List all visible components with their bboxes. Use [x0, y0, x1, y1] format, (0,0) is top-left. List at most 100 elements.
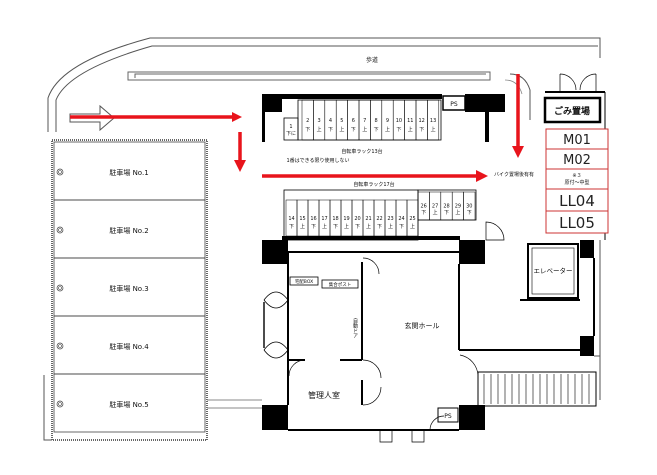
motorbike-slot-label: LL04: [559, 192, 595, 210]
bike-slot-position: 上: [362, 126, 367, 133]
wheel-stop-icon: [56, 284, 64, 292]
bike-slot-number: 30: [466, 203, 472, 209]
bike-slot: 7上: [358, 99, 371, 141]
bike-slot: 2下: [301, 99, 314, 141]
parking-slot: [53, 373, 206, 433]
bike-slot-number: 6: [352, 118, 355, 124]
motorbike-slot-label: LL05: [559, 214, 595, 232]
wheel-stop-icon: [56, 400, 64, 408]
bike-slot-position: 下: [444, 210, 449, 216]
bike-slot-position: 下: [377, 224, 382, 230]
bike-slot-number: 17: [321, 216, 327, 222]
motorbike-slot: M02: [545, 148, 609, 170]
bike-slot-position: 上: [433, 209, 438, 216]
building-walls: [262, 94, 594, 430]
garbage-area: ごみ置場: [543, 73, 605, 124]
bike-slot: 20下: [351, 199, 364, 237]
motorbike-slot: LL04: [545, 188, 609, 212]
bike-slot: 25上: [406, 199, 419, 237]
right-outer-wall-lower: [594, 240, 601, 400]
bike-slot-number: 5: [340, 118, 343, 124]
bike-slot-position: 上: [408, 126, 413, 133]
bike-slot-position: 下: [374, 127, 379, 133]
bike-slot: 19上: [340, 199, 353, 237]
motorbike-slot-label: 原付〜中型: [564, 179, 589, 186]
interior-walls: [287, 251, 595, 431]
wheel-stop-icon: [56, 342, 64, 350]
bike-slot: 15上: [296, 199, 309, 237]
bike-slot: 28下: [440, 191, 453, 221]
bike-slot-position: 下: [351, 127, 356, 133]
bike-slot-number: 20: [354, 216, 360, 222]
bike-slot-number: 23: [387, 216, 393, 222]
bike-slot-number: 26: [421, 203, 427, 209]
elevator-label: エレベーター: [534, 266, 573, 275]
bike-slot-position: 下: [289, 224, 294, 230]
bike-slot: 6下: [347, 99, 360, 141]
management-room-label: 管理人室: [308, 390, 340, 400]
motorbike-note: バイク置場後有有: [494, 171, 534, 178]
ps-box-bottom: PS: [437, 407, 459, 423]
bike-slot-number: 11: [407, 118, 413, 124]
delivery-box-label: 宅配BOX: [295, 278, 313, 285]
bike-slot: 24 下: [395, 199, 408, 237]
bike-slot: 26下: [417, 191, 430, 221]
bike-slot-position: 下: [421, 210, 426, 216]
bike-slot-number: 16: [310, 216, 316, 222]
bike-rack-17-label: 自転車ラック17台: [353, 181, 394, 188]
bike-slot-number: 24: [398, 216, 404, 222]
bike-slot: 4下: [324, 99, 337, 141]
sidewalk-label: 歩道: [366, 56, 378, 64]
parking-outline: [51, 139, 208, 441]
bike-slot: 5上: [335, 99, 348, 141]
bike-slot-position: 上: [317, 126, 322, 133]
management-room: 管理人室: [288, 257, 382, 406]
ps-label-top: PS: [450, 101, 458, 108]
bike-slot-position: 下: [328, 127, 333, 133]
bike-slot-number: 10: [396, 118, 402, 124]
svg-text:PS: PS: [444, 413, 452, 420]
motorbike-slot-top: ※３: [572, 173, 581, 179]
bike-slot-number: 3: [318, 118, 321, 124]
bike-slot-number: 22: [376, 216, 382, 222]
bike-slot-position: 下: [305, 127, 310, 133]
bike-slot: 27上: [429, 191, 442, 221]
bike-slot-position: 上: [322, 223, 327, 230]
bike-slot: 22 下: [373, 199, 386, 237]
bike-slot: 14 下: [285, 199, 298, 237]
bike-slot-number: 27: [432, 203, 438, 209]
bike-slot-number: 2: [306, 118, 309, 124]
bike-slot-number: 15: [299, 216, 305, 222]
bike-slot-position: 上: [344, 223, 349, 230]
upper-spaces-note: 1番はできる限り使用しない: [286, 157, 349, 164]
bike-slot-1-number: 1: [289, 124, 292, 130]
bike-slot: 9上: [381, 99, 394, 141]
bike-slot: 13上: [427, 99, 440, 141]
left-wall-line: [43, 375, 52, 441]
bike-slot-1: [283, 117, 299, 141]
bike-slot-position: 下: [399, 224, 404, 230]
motorbike-slot-label: M02: [563, 153, 591, 168]
bike-slot-position: 上: [431, 126, 436, 133]
motorbike-slot-label: M01: [563, 133, 591, 148]
bike-slot: 29上: [451, 191, 464, 221]
parking-slot-label: 駐車場 No.4: [109, 342, 149, 351]
bike-slot-number: 25: [409, 216, 415, 222]
parking-slot-label: 駐車場 No.5: [109, 400, 148, 409]
bike-slot: 8下: [370, 99, 383, 141]
delivery-mail-area: 宅配BOX 集合ポスト: [289, 276, 359, 289]
bike-slot-number: 7: [363, 118, 366, 124]
bike-slot-position: 下: [419, 127, 424, 133]
bike-slot: 3上: [313, 99, 326, 141]
entrance-hall-label: 玄関ホール: [405, 321, 440, 330]
bike-slot-position: 上: [410, 223, 415, 230]
mailbox-label: 集合ポスト: [329, 281, 352, 288]
stairs: [459, 354, 597, 407]
bike-slot: 11 上: [404, 99, 417, 141]
bike-slot-number: 14: [288, 216, 294, 222]
